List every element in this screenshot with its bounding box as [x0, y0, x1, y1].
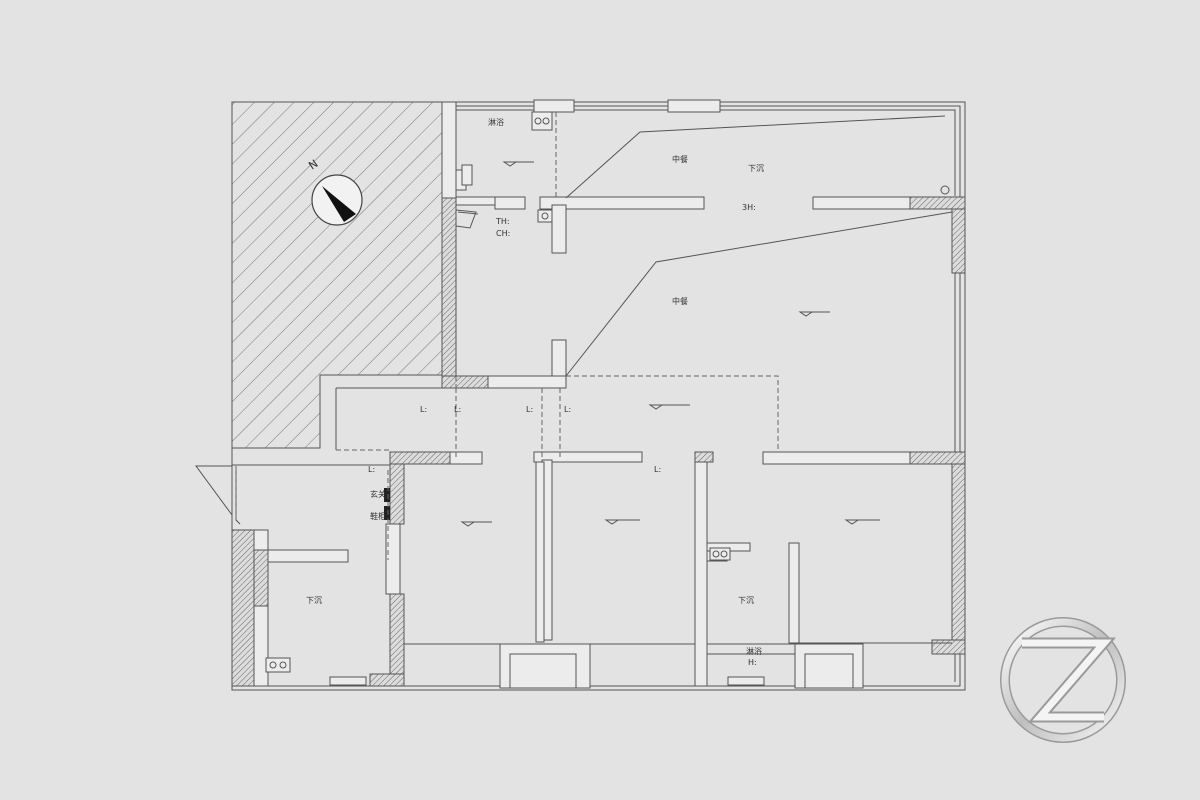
label-room-l: L:	[654, 465, 661, 474]
interior-walls	[195, 101, 966, 689]
label-utility-top: 淋浴	[488, 117, 504, 127]
top-windows	[533, 99, 721, 113]
label-dining-top: 下沉	[748, 164, 764, 173]
label-toilet-code-1: TH:	[495, 217, 510, 226]
label-corridor-l3: L:	[526, 405, 533, 414]
room-labels: 淋浴 中餐 下沉 3H: TH: CH: 中餐 L: L: L: L: L: L…	[306, 117, 764, 667]
label-bedroom-left: 下沉	[306, 596, 322, 605]
label-kitchen-top: 中餐	[672, 154, 688, 164]
terrace-hatched-area	[231, 101, 443, 449]
label-entry-l: L:	[368, 465, 375, 474]
label-living-area: 中餐	[672, 296, 688, 306]
brand-logo: Z	[1000, 617, 1126, 743]
label-cabinet-1: 玄关	[370, 489, 386, 499]
zone-lines	[235, 112, 953, 560]
label-corridor-l2: L:	[454, 405, 461, 414]
compass-icon: N	[306, 157, 363, 226]
label-corridor-l1: L:	[420, 405, 427, 414]
label-corridor-l4: L:	[564, 405, 571, 414]
level-markers	[460, 161, 880, 527]
label-bath-right-basin: 淋浴	[746, 646, 762, 656]
label-bath-right-code: H:	[748, 658, 757, 667]
label-dining-code: 3H:	[742, 203, 756, 212]
label-bath-right: 下沉	[738, 596, 754, 605]
label-toilet-code-2: CH:	[496, 229, 510, 238]
label-cabinet-2: 鞋柜	[370, 511, 386, 521]
